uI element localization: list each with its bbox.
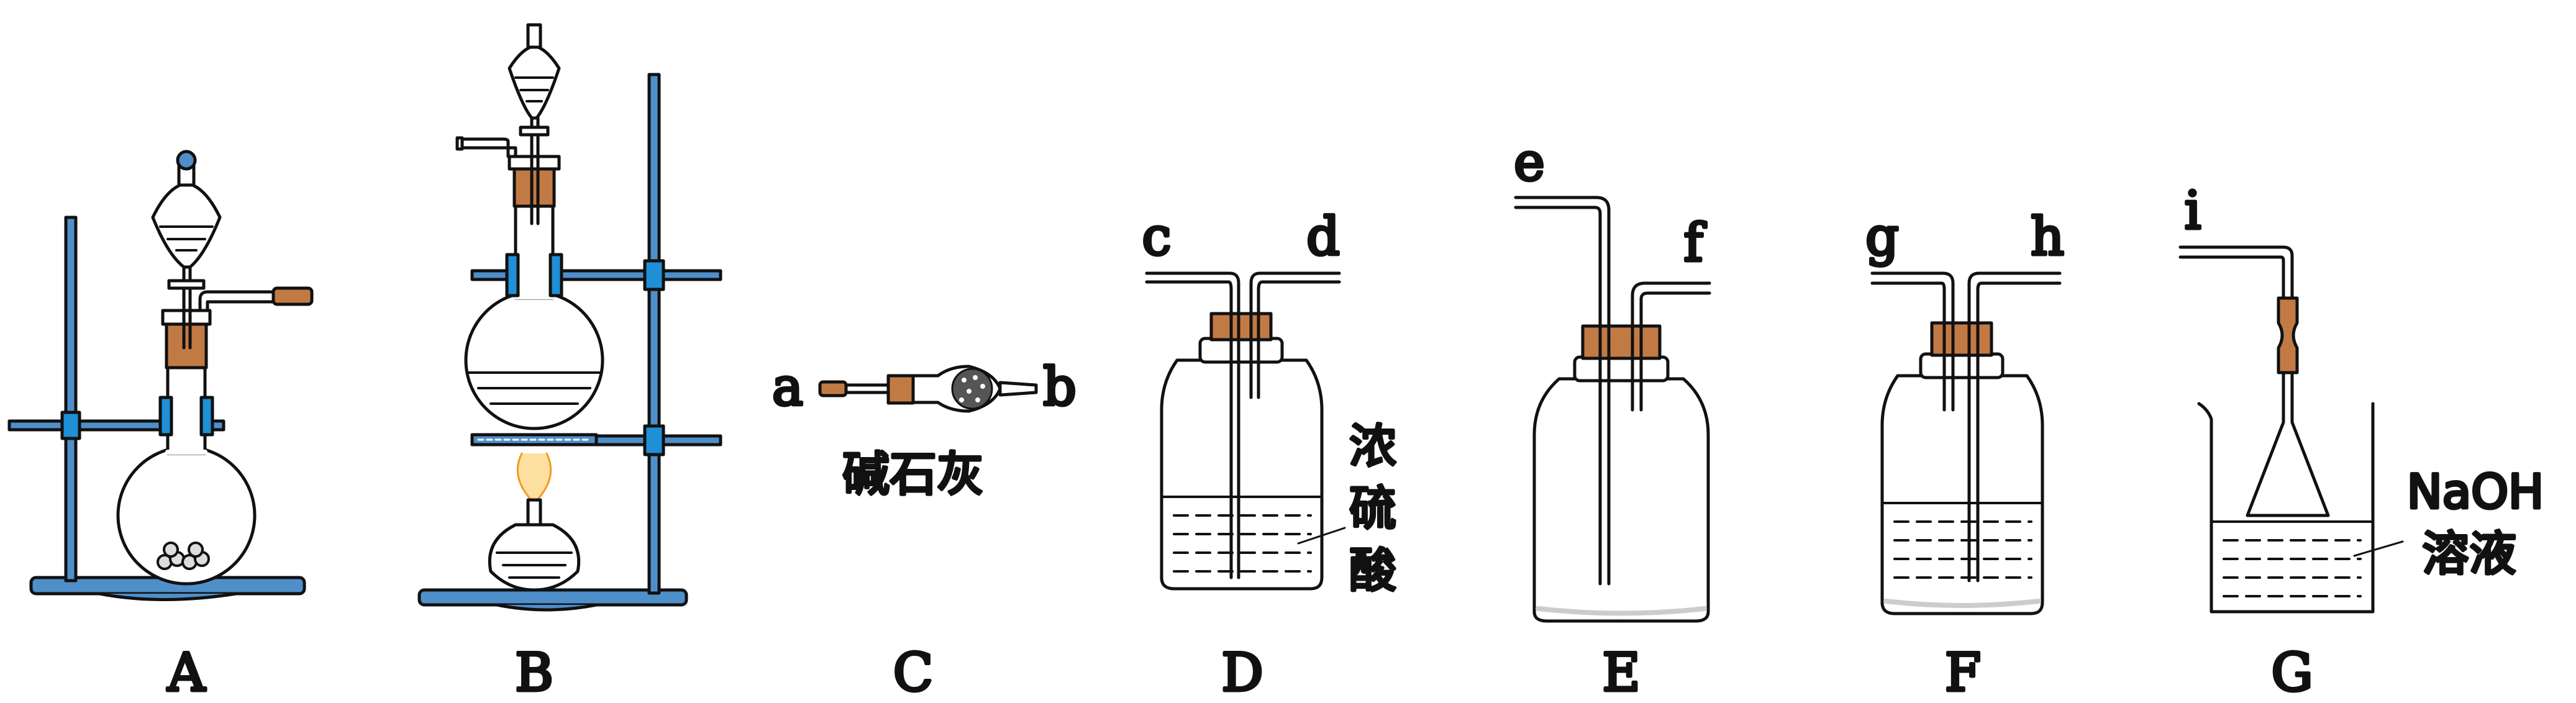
apparatus-g: i NaOH 溶液 G — [2178, 179, 2546, 703]
apparatus-d: c d 浓 硫 酸 D — [1140, 205, 1398, 703]
gas-bottle-f — [1880, 374, 2044, 615]
gas-bottle-e — [1532, 377, 1710, 623]
stopper-c — [886, 374, 915, 405]
liquid-d — [1162, 496, 1322, 573]
port-label-g: g — [1865, 206, 1899, 267]
apparatus-a: A — [7, 150, 314, 703]
collar-f — [1919, 352, 2005, 379]
stand-base-b — [417, 588, 688, 607]
collar-e — [1573, 355, 1670, 383]
soda-lime-c — [951, 368, 993, 410]
boss-clamp-upper-b — [643, 259, 665, 291]
panel-label-c: C — [893, 642, 933, 700]
stand-rod-a — [64, 215, 78, 583]
reagent-line-3-d: 酸 — [1349, 543, 1396, 598]
clamp-jaw-left-b — [505, 253, 520, 297]
boss-clamp-a — [60, 410, 81, 440]
apparatus-b: B — [417, 23, 722, 703]
port-label-e: e — [1514, 132, 1545, 193]
port-label-h: h — [2031, 206, 2064, 267]
stopper-e — [1581, 324, 1662, 360]
panel-label-b: B — [515, 642, 553, 700]
reagent-line-2-d: 硫 — [1349, 481, 1396, 536]
port-label-a: a — [772, 356, 803, 417]
liquid-f — [1882, 502, 2042, 579]
reagent-line-1-d: 浓 — [1349, 419, 1396, 474]
stopper-d — [1209, 312, 1273, 342]
rubber-tube-c — [818, 380, 848, 397]
funnel-stopper-a — [176, 150, 197, 171]
boss-clamp-lower-b — [643, 424, 665, 456]
panel-label-a: A — [167, 642, 206, 700]
stopcock-a — [167, 279, 206, 290]
collar-d — [1198, 337, 1284, 364]
liquid-g — [2211, 520, 2373, 597]
reagent-line-2-g: 溶液 — [2422, 526, 2516, 581]
stopcock-b — [519, 125, 550, 137]
panel-label-d: D — [1221, 642, 1263, 700]
panel-label-f: F — [1945, 642, 1981, 700]
lamp-wick-b — [526, 498, 542, 527]
alcohol-lamp-b — [488, 523, 581, 592]
rubber-tube-g — [2277, 296, 2299, 374]
port-label-f: f — [1683, 212, 1706, 273]
solid-pellets-a — [157, 542, 210, 570]
clamp-jaw-left-a — [158, 396, 173, 437]
separatory-funnel-b — [507, 44, 561, 120]
port-label-c: c — [1142, 206, 1171, 267]
rubber-tube-a — [271, 286, 314, 306]
separatory-funnel-a — [151, 181, 222, 269]
reagent-line-1-g: NaOH — [2407, 464, 2544, 519]
stopper-a — [165, 321, 208, 370]
stand-rod-b — [647, 73, 661, 595]
panel-label-e: E — [1602, 642, 1640, 700]
apparatus-f: g h F — [1864, 205, 2066, 703]
stopper-f — [1930, 321, 1993, 357]
gas-bottle-d — [1160, 358, 1324, 591]
port-label-d: d — [1306, 206, 1340, 267]
port-label-i: i — [2185, 180, 2201, 241]
apparatus-c: a b 碱石灰 C — [770, 355, 1078, 703]
inverted-funnel-g — [2246, 420, 2330, 517]
reagent-label-c: 碱石灰 — [842, 447, 984, 502]
panel-label-g: G — [2271, 642, 2313, 700]
round-flask-b — [464, 290, 604, 430]
apparatus-e: e f E — [1513, 130, 1711, 703]
stopper-b — [512, 166, 556, 208]
port-label-b: b — [1043, 356, 1076, 417]
clamp-jaw-right-b — [548, 253, 563, 297]
clamp-jaw-right-a — [199, 396, 214, 437]
